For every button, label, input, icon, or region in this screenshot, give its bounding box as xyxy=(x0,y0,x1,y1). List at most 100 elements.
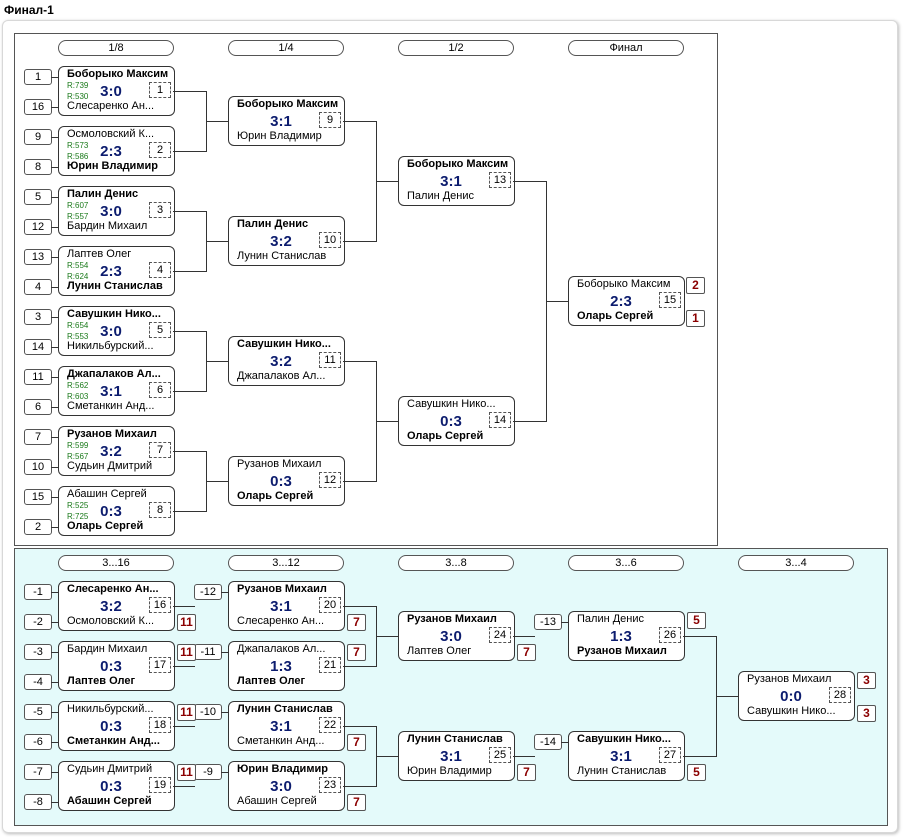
match-number: 28 xyxy=(829,687,851,703)
page-title: Финал-1 xyxy=(4,3,54,17)
match-score: 0:0 xyxy=(780,688,802,705)
place-badge: 5 xyxy=(687,612,706,629)
round-header: 3...6 xyxy=(568,555,684,571)
seed-box: -6 xyxy=(24,734,52,750)
connector-line xyxy=(173,91,206,92)
connector-line xyxy=(561,622,569,623)
match-number: 13 xyxy=(489,172,511,188)
match-score: 3:2 xyxy=(100,598,122,615)
connector-line xyxy=(51,467,59,468)
connector-line xyxy=(206,241,228,242)
player-bottom: Оларь Сергей xyxy=(407,430,484,442)
player-top: Рузанов Михаил xyxy=(747,673,832,685)
seed-box: -5 xyxy=(24,704,52,720)
seed-box: 2 xyxy=(24,519,52,535)
match-number: 23 xyxy=(319,777,341,793)
player-top: Палин Денис xyxy=(237,218,309,230)
round-header: 3...12 xyxy=(228,555,344,571)
player-bottom: Никильбурский... xyxy=(67,340,154,352)
connector-line xyxy=(51,77,59,78)
connector-line xyxy=(51,622,59,623)
match-score: 3:1 xyxy=(270,598,292,615)
player-top: Судьин Дмитрий xyxy=(67,763,153,775)
player-top: Джапалаков Ал... xyxy=(237,643,326,655)
round-header: 3...8 xyxy=(398,555,514,571)
round-header: 1/8 xyxy=(58,40,174,56)
connector-line xyxy=(221,712,229,713)
match-number: 1 xyxy=(149,82,171,98)
place-badge: 3 xyxy=(857,672,876,689)
player-top: Боборыко Максим xyxy=(67,68,169,80)
connector-line xyxy=(343,606,376,607)
seed-box: 8 xyxy=(24,159,52,175)
match-number: 25 xyxy=(489,747,511,763)
match-number: 3 xyxy=(149,202,171,218)
match-score: 3:1 xyxy=(270,718,292,735)
connector-line xyxy=(206,361,228,362)
player-top: Палин Денис xyxy=(577,613,645,625)
seed-box: 1 xyxy=(24,69,52,85)
connector-line xyxy=(51,107,59,108)
player-top: Лунин Станислав xyxy=(407,733,503,745)
match-score: 0:3 xyxy=(270,473,292,490)
connector-line xyxy=(51,527,59,528)
player-bottom: Оларь Сергей xyxy=(237,490,314,502)
seed-box: 9 xyxy=(24,129,52,145)
match-score: 0:3 xyxy=(100,778,122,795)
connector-line xyxy=(51,802,59,803)
player-top: Боборыко Максим xyxy=(407,158,509,170)
connector-line xyxy=(173,151,206,152)
rating-top: R:573 xyxy=(67,141,89,150)
seed-box: -4 xyxy=(24,674,52,690)
player-bottom: Юрин Владимир xyxy=(67,160,158,172)
seed-box: 15 xyxy=(24,489,52,505)
rating-bottom: R:557 xyxy=(67,212,89,221)
player-bottom: Сметанкин Анд... xyxy=(67,400,155,412)
seed-box: -2 xyxy=(24,614,52,630)
connector-line xyxy=(513,421,546,422)
player-top: Савушкин Нико... xyxy=(577,733,671,745)
match-score: 1:3 xyxy=(270,658,292,675)
connector-line xyxy=(683,756,716,757)
place-badge: 7 xyxy=(347,734,366,751)
connector-line xyxy=(513,756,535,757)
connector-line xyxy=(51,137,59,138)
player-top: Палин Денис xyxy=(67,188,139,200)
match-score: 3:1 xyxy=(270,113,292,130)
rating-top: R:599 xyxy=(67,441,89,450)
seed-box: 11 xyxy=(24,369,52,385)
match-score: 2:3 xyxy=(610,293,632,310)
player-bottom: Абашин Сергей xyxy=(237,795,317,807)
place-badge: 1 xyxy=(686,310,705,327)
connector-line xyxy=(51,712,59,713)
match-score: 3:2 xyxy=(270,353,292,370)
